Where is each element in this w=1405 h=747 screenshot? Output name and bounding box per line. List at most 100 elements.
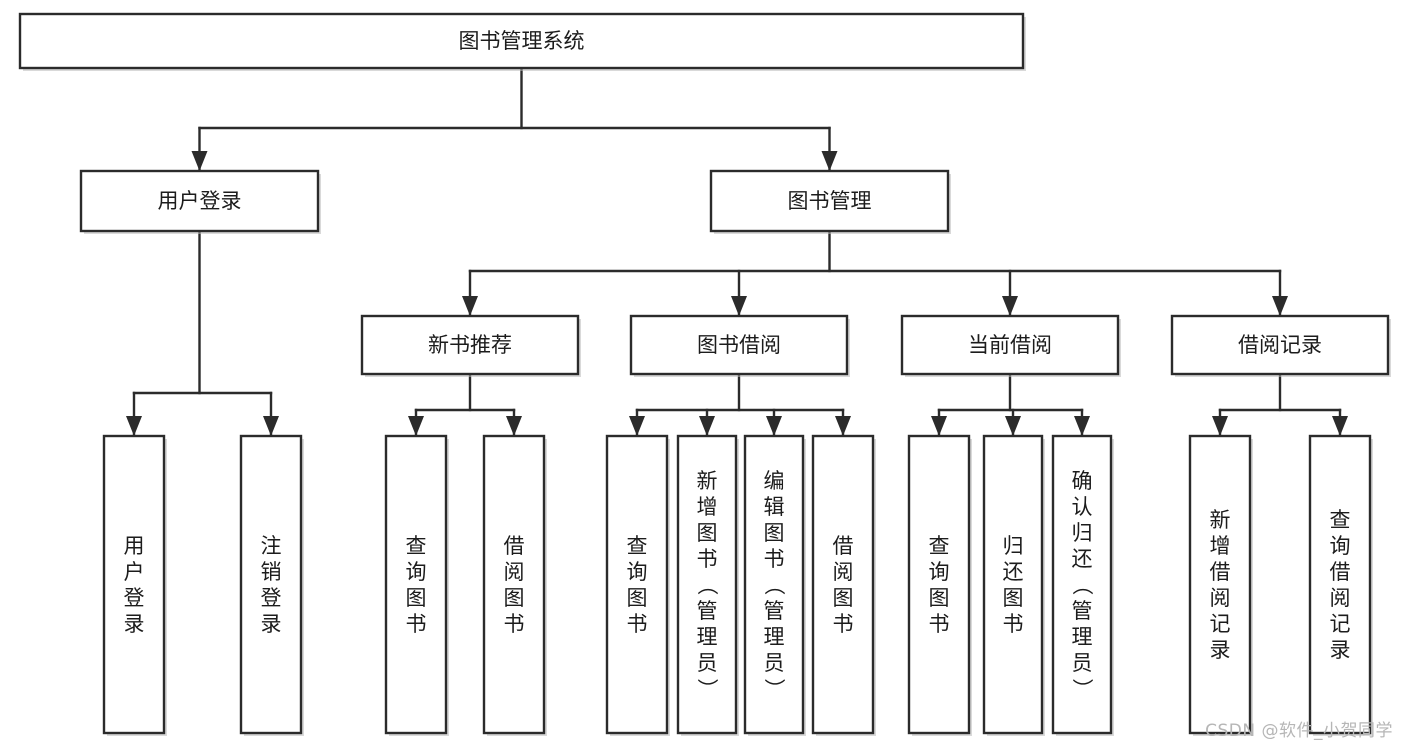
node-label: 借阅记录: [1238, 333, 1322, 357]
svg-text:询: 询: [627, 560, 648, 584]
svg-text:借: 借: [1330, 560, 1351, 584]
arrow-head: [931, 416, 947, 436]
arrow-head: [821, 151, 838, 171]
svg-text:图: 图: [406, 586, 427, 610]
node-图书借阅[interactable]: 图书借阅: [629, 314, 850, 377]
svg-text:新: 新: [1210, 508, 1231, 532]
svg-text:登: 登: [261, 586, 282, 610]
svg-text:图: 图: [929, 586, 950, 610]
svg-text:归: 归: [1072, 521, 1093, 545]
svg-text:理: 理: [1072, 625, 1093, 649]
node-当前借阅[interactable]: 当前借阅: [900, 314, 1121, 377]
svg-text:）: ）: [1070, 678, 1094, 699]
svg-text:阅: 阅: [833, 560, 854, 584]
svg-text:员: 员: [764, 651, 785, 675]
svg-text:（: （: [762, 574, 786, 595]
svg-text:书: 书: [697, 547, 718, 571]
svg-text:询: 询: [1330, 534, 1351, 558]
svg-text:书: 书: [1003, 612, 1024, 636]
svg-text:查: 查: [929, 534, 950, 558]
arrow-head: [191, 151, 208, 171]
node-用户登录[interactable]: 用户登录: [79, 169, 321, 234]
svg-text:记: 记: [1330, 612, 1351, 636]
node-图书管理系统[interactable]: 图书管理系统: [18, 12, 1026, 71]
arrow-head: [699, 416, 715, 436]
arrow-head: [1212, 416, 1228, 436]
svg-text:查: 查: [406, 534, 427, 558]
svg-text:询: 询: [406, 560, 427, 584]
svg-text:登: 登: [124, 586, 145, 610]
arrow-head: [462, 296, 478, 316]
svg-text:书: 书: [833, 612, 854, 636]
svg-text:新: 新: [697, 469, 718, 493]
svg-text:书: 书: [929, 612, 950, 636]
arrow-head: [1332, 416, 1348, 436]
arrow-head: [263, 416, 279, 436]
node-label: 图书管理: [788, 189, 872, 213]
svg-text:确: 确: [1072, 469, 1093, 493]
svg-text:借: 借: [504, 534, 525, 558]
svg-text:（: （: [695, 574, 719, 595]
node-图书管理[interactable]: 图书管理: [709, 169, 951, 234]
svg-text:辑: 辑: [764, 495, 785, 519]
arrow-head: [1005, 416, 1021, 436]
svg-text:查: 查: [627, 534, 648, 558]
svg-text:图: 图: [1003, 586, 1024, 610]
svg-text:还: 还: [1072, 547, 1093, 571]
node-借阅记录[interactable]: 借阅记录: [1170, 314, 1391, 377]
svg-text:管: 管: [764, 599, 785, 623]
arrow-head: [1272, 296, 1288, 316]
svg-text:书: 书: [764, 547, 785, 571]
svg-text:书: 书: [504, 612, 525, 636]
svg-text:认: 认: [1072, 495, 1093, 519]
svg-text:图: 图: [764, 521, 785, 545]
svg-text:员: 员: [1072, 651, 1093, 675]
node-label: 图书借阅: [697, 333, 781, 357]
svg-text:销: 销: [261, 560, 282, 584]
svg-text:增: 增: [697, 495, 718, 519]
node-label: 当前借阅: [968, 333, 1052, 357]
arrow-head: [731, 296, 747, 316]
svg-text:录: 录: [124, 612, 145, 636]
svg-text:录: 录: [1210, 638, 1231, 662]
arrow-head: [835, 416, 851, 436]
svg-text:（: （: [1070, 574, 1094, 595]
svg-text:增: 增: [1210, 534, 1231, 558]
svg-text:图: 图: [833, 586, 854, 610]
svg-text:录: 录: [1330, 638, 1351, 662]
watermark-text: CSDN @软件_小贺同学: [1205, 721, 1393, 741]
arrow-head: [126, 416, 142, 436]
svg-text:户: 户: [124, 560, 145, 584]
node-label: 用户登录: [124, 534, 145, 636]
svg-text:管: 管: [697, 599, 718, 623]
svg-text:阅: 阅: [1330, 586, 1351, 610]
node-label: 新书推荐: [428, 333, 512, 357]
svg-text:书: 书: [627, 612, 648, 636]
arrow-head: [766, 416, 782, 436]
svg-text:录: 录: [261, 612, 282, 636]
svg-text:询: 询: [929, 560, 950, 584]
node-用户登录[interactable]: 用户登录: [102, 434, 167, 736]
node-新书推荐[interactable]: 新书推荐: [360, 314, 581, 377]
svg-text:员: 员: [697, 651, 718, 675]
svg-text:图: 图: [627, 586, 648, 610]
